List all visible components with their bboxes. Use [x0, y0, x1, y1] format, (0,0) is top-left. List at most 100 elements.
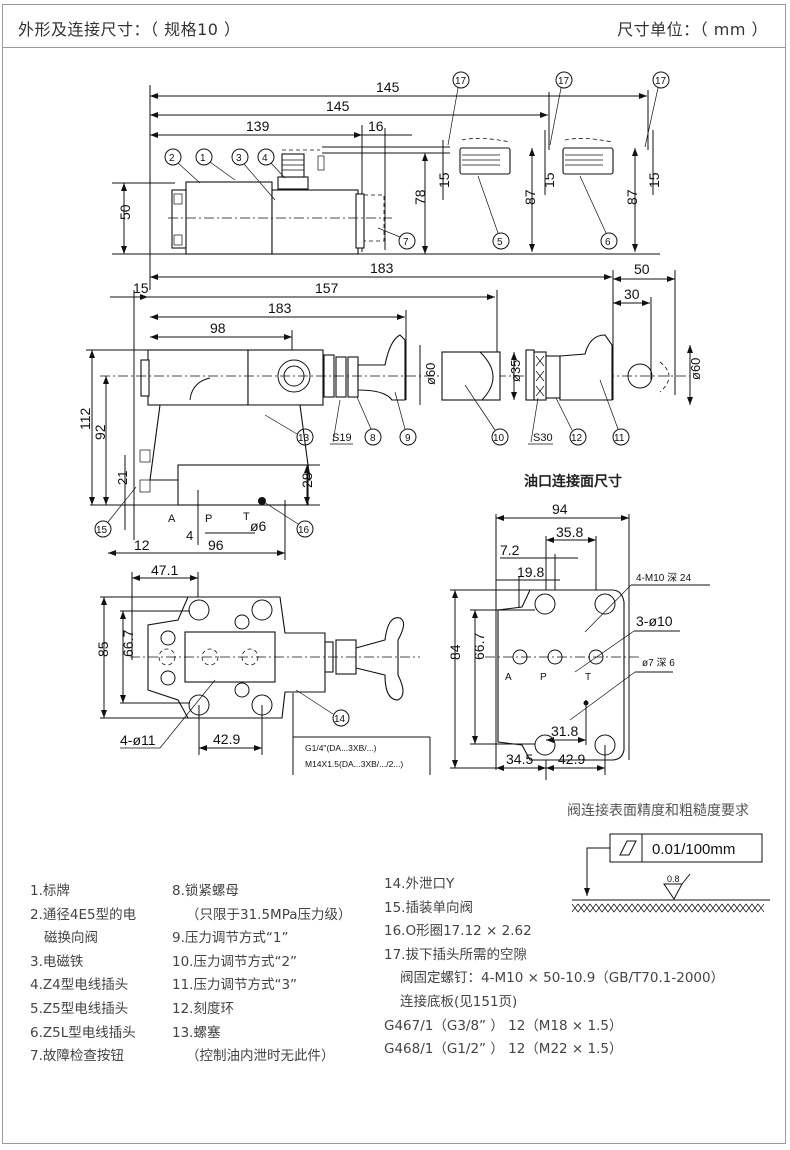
legend-column-2: 8.锁紧螺母 （只限于31.5MPa压力级） 9.压力调节方式“1” 10.压力… [172, 880, 352, 1069]
dim-139: 139 [246, 118, 270, 134]
dim-96: 96 [208, 537, 224, 553]
legend-item: 14.外泄口Y [384, 876, 455, 892]
dim-15-side: 15 [133, 280, 149, 296]
dim-157: 157 [315, 280, 339, 296]
roughness-icon [663, 883, 683, 900]
port-label-A: A [168, 513, 176, 525]
page-title: 外形及连接尺寸：（ 规格10 ） [18, 20, 241, 39]
legend-item: G468/1（G1/2” ） 12（M22 × 1.5） [384, 1041, 623, 1058]
dim-183a: 183 [370, 260, 394, 276]
dim-78: 78 [412, 189, 428, 205]
dim-112: 112 [77, 407, 93, 430]
callout-4: 4 [262, 153, 268, 164]
dim-15b: 15 [541, 172, 557, 188]
wrench-s30: S30 [533, 432, 553, 444]
legend-item: 7.故障检查按钮 [30, 1048, 124, 1065]
callout-15: 15 [96, 525, 108, 536]
legend-item: 磁换向阀 [44, 930, 98, 947]
callout-2: 2 [169, 153, 175, 164]
dim-183b: 183 [268, 300, 292, 316]
callout-9: 9 [405, 433, 411, 444]
dim-87a: 87 [522, 189, 538, 205]
dim-50: 50 [117, 204, 133, 220]
legend-item: 8.锁紧螺母 [172, 883, 239, 899]
dim-19-8: 19.8 [517, 564, 544, 580]
dim-31-8: 31.8 [551, 723, 578, 739]
note-4-m10: 4-M10 深 24 [636, 572, 691, 584]
dim-phi35: ø35 [508, 360, 523, 382]
header-bar: 外形及连接尺寸：（ 规格10 ） 尺寸单位：（ mm ） [2, 4, 786, 48]
legend-column-3: 14.外泄口Y 15.插装单向阀 16.O形圈17.12 × 2.62 17.拔… [384, 873, 724, 1062]
dim-87b: 87 [624, 189, 640, 205]
callout-14: 14 [334, 714, 346, 725]
legend-item: 10.压力调节方式“2” [172, 953, 298, 970]
adjust-knob [357, 334, 406, 401]
wrench-s19: S19 [332, 432, 352, 444]
port-T: T [585, 672, 591, 683]
dim-66-7: 66.7 [120, 630, 136, 657]
dim-145b: 145 [326, 98, 350, 114]
callout-17c: 17 [655, 76, 667, 87]
callout-12: 12 [571, 433, 583, 444]
legend-item: 阀固定螺钉：4-M10 × 50-10.9（GB/T70.1-2000） [400, 970, 725, 987]
dim-98: 98 [210, 320, 226, 336]
legend-item: G467/1（G3/8” ） 12（M18 × 1.5） [384, 1017, 623, 1034]
dim-21: 21 [115, 471, 130, 485]
callout-17a: 17 [455, 76, 467, 87]
callout-8: 8 [370, 433, 376, 444]
knob-plan [355, 617, 405, 701]
plan-view: 47.1 85 66.7 4-ø11 42.9 14 [95, 562, 431, 775]
dim-50-side: 50 [634, 261, 650, 277]
port-label-T: T [243, 511, 250, 523]
legend-item: 11.压力调节方式“3” [172, 977, 298, 994]
callout-11: 11 [614, 433, 625, 444]
legend-item: 16.O形圈17.12 × 2.62 [384, 923, 532, 940]
unit-label: 尺寸单位：（ mm ） [617, 20, 768, 39]
legend-item: 6.Z5L型电线插头 [30, 1024, 136, 1041]
dim-145a: 145 [376, 79, 400, 95]
top-view: 145 145 139 16 50 [112, 71, 670, 290]
surface-title: 阀连接表面精度和粗糙度要求 [567, 803, 749, 819]
dim-15c: 15 [646, 172, 662, 188]
port-P: P [540, 672, 547, 683]
o-ring [258, 497, 266, 505]
dim-42-9-face: 42.9 [558, 751, 585, 767]
note-3-phi10: 3-ø10 [636, 613, 673, 629]
solenoid-coil [271, 189, 359, 255]
legend-item: 2.通径4E5型的电 [30, 906, 137, 923]
callout-5: 5 [497, 237, 503, 248]
port-note-2: M14X1.5(DA...3XB/.../2...) [305, 759, 403, 769]
legend-item: 9.压力调节方式“1” [172, 930, 289, 947]
plug-z5l [562, 147, 614, 175]
page-frame [2, 4, 786, 1144]
valve-body-side [147, 349, 249, 406]
legend-item: 12.刻度环 [172, 1000, 234, 1017]
dim-66-7-face: 66.7 [471, 633, 487, 660]
legend-item: 1.标牌 [30, 883, 70, 899]
dim-35-8: 35.8 [556, 524, 583, 540]
callout-10: 10 [493, 433, 505, 444]
callout-3: 3 [236, 153, 242, 164]
plug-z5 [459, 147, 511, 175]
dim-84: 84 [447, 644, 463, 660]
legend-column-1: 1.标牌 2.通径4E5型的电 磁换向阀 3.电磁铁 4.Z4型电线插头 5.Z… [30, 880, 136, 1069]
dim-phi6: ø6 [250, 518, 267, 534]
dim-phi60a: ø60 [423, 363, 438, 385]
side-view: 183 50 30 157 15 183 98 [77, 260, 703, 560]
legend-item: 4.Z4型电线插头 [30, 977, 129, 994]
note-phi7: ø7 深 6 [642, 657, 675, 669]
adjust-knob-style3 [559, 334, 613, 401]
callout-7: 7 [403, 237, 409, 248]
dim-16: 16 [368, 118, 384, 134]
legend-item: 13.螺塞 [172, 1024, 221, 1041]
roughness-value: 0.8 [667, 874, 680, 884]
dim-42-9-plan: 42.9 [213, 731, 240, 747]
callout-17b: 17 [558, 76, 570, 87]
port-label-P: P [205, 513, 212, 525]
flatness-value: 0.01/100mm [652, 841, 735, 858]
dim-47-1: 47.1 [151, 562, 178, 578]
dim-28: 28 [299, 472, 315, 488]
legend-item: 连接底板(见151页) [400, 993, 518, 1010]
legend-item: 15.插装单向阀 [384, 899, 473, 916]
